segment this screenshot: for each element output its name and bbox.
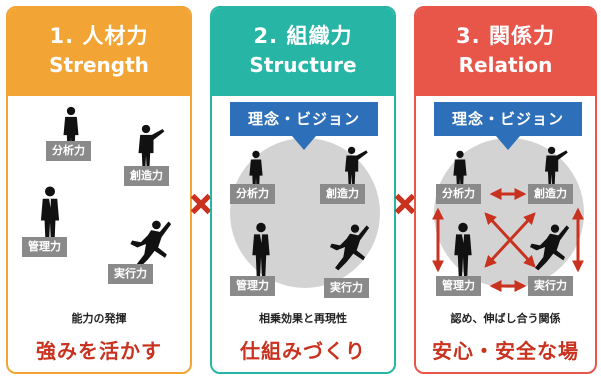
panel-title: 3. 関係力 <box>456 24 555 48</box>
panel-description: 認め、伸ばし合う関係 <box>450 312 561 325</box>
panel-relation: 3. 関係力 Relation 理念・ビジョン 分析力 創造力 管理力 実行力 … <box>414 6 597 374</box>
panel-title: 2. 組織力 <box>253 24 353 48</box>
label-creation: 創造力 <box>320 184 365 204</box>
label-analysis: 分析力 <box>46 141 91 161</box>
panel-header: 2. 組織力 Structure <box>212 8 394 96</box>
panel-subtitle: Strength <box>49 53 149 77</box>
panel-subtitle: Relation <box>458 53 553 77</box>
person-suit-icon <box>248 222 274 278</box>
label-execution: 実行力 <box>324 278 369 298</box>
person-suit-icon <box>36 186 64 244</box>
panel-description: 能力の発揮 <box>71 312 127 325</box>
panel-structure: 2. 組織力 Structure 理念・ビジョン 分析力 創造力 管理力 実行力… <box>210 6 396 374</box>
panel-tagline: 強みを活かす <box>36 339 162 363</box>
vision-box: 理念・ビジョン <box>434 102 582 136</box>
panel-strength: 1. 人材力 Strength 分析力 創造力 管理力 実行力 能力の発揮 強み… <box>6 6 192 374</box>
panel-tagline: 安心・安全な場 <box>432 339 579 363</box>
label-creation: 創造力 <box>528 184 573 204</box>
panel-tagline: 仕組みづくり <box>240 339 366 363</box>
vision-box: 理念・ビジョン <box>230 102 378 136</box>
relation-arrows <box>432 188 584 292</box>
label-execution: 実行力 <box>528 276 573 296</box>
panel-subtitle: Structure <box>249 53 357 77</box>
panel-description: 相乗効果と再現性 <box>259 312 347 325</box>
panel-title: 1. 人材力 <box>49 24 149 48</box>
panel-header: 1. 人材力 Strength <box>8 8 190 96</box>
label-analysis: 分析力 <box>230 184 275 204</box>
label-management: 管理力 <box>436 276 481 296</box>
panel-header: 3. 関係力 Relation <box>416 8 595 96</box>
label-management: 管理力 <box>22 237 67 257</box>
label-analysis: 分析力 <box>436 184 481 204</box>
label-execution: 実行力 <box>108 264 153 284</box>
person-running-icon <box>320 222 370 272</box>
label-management: 管理力 <box>230 276 275 296</box>
vision-pointer <box>292 136 316 150</box>
vision-pointer <box>496 136 520 150</box>
person-running-icon <box>120 218 172 270</box>
label-creation: 創造力 <box>124 166 169 186</box>
